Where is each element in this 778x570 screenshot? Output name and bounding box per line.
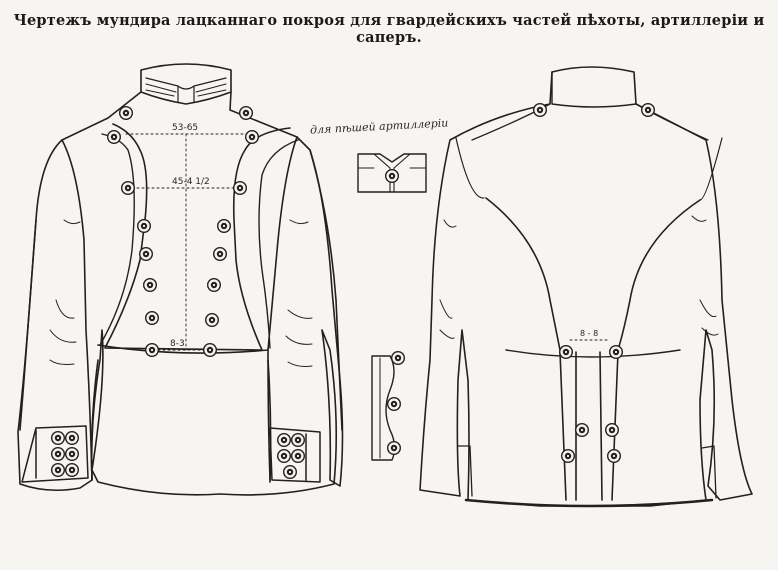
front-body-outline (17, 91, 344, 496)
back-view (419, 66, 753, 508)
left-sleeve (61, 139, 93, 481)
right-sleeve-outer (309, 149, 343, 431)
page-title: Чертежъ мундира лацканнаго покроя для гв… (13, 12, 765, 46)
front-skirt (90, 359, 272, 483)
front-view (17, 63, 344, 496)
measure-waist: 8-3 (170, 339, 185, 349)
right-cuff (269, 427, 321, 483)
front-collar (140, 63, 232, 105)
collar-inset (357, 153, 427, 193)
cuff-buttons (51, 431, 305, 479)
front-buttons (106, 105, 259, 357)
left-cuff (21, 425, 89, 483)
front-waist-seam (97, 344, 269, 354)
measure-back-tail: 8 - 8 (580, 329, 598, 338)
lapel-plastron (104, 123, 291, 351)
left-sleeve-outer (19, 219, 37, 431)
detail-buttons (385, 168, 405, 455)
back-body-outline (419, 66, 753, 507)
measure-upper-chest: 53-65 (172, 123, 198, 133)
inset-caption: для пѣшей артиллеріи (310, 116, 449, 136)
back-buttons (533, 102, 655, 463)
measure-mid-chest: 45-4 1/2 (172, 177, 210, 187)
back-panel-seams (485, 197, 701, 351)
